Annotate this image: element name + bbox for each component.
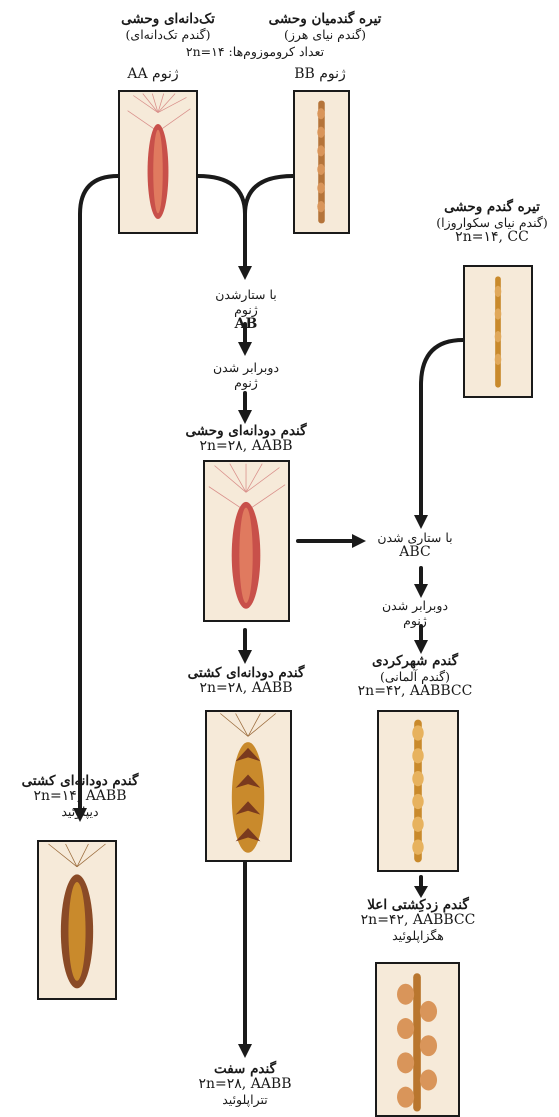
doubling-2-line2: ژنوم [382, 613, 448, 628]
wheat-spike-icon [205, 462, 288, 620]
durum-title: گندم سفت [198, 1062, 291, 1077]
label-durum: گندم سفت ۲n=۲۸, AABB تتراپلوئید [198, 1062, 291, 1107]
wheat-spike-icon [39, 842, 115, 998]
connector-aa-merge [198, 176, 245, 214]
wild-emmer-title: گندم دودانه‌ای وحشی [185, 424, 306, 439]
label-cultivated-emmer: گندم دودانه‌ای کشتی ۲n=۲۸, AABB [188, 666, 305, 696]
diploid-cultivated-chromosomes: ۲n=۱۴, AABB [22, 789, 139, 804]
arrowhead [414, 640, 428, 654]
wheat-spike-icon [465, 267, 531, 396]
connector-cc-to-abc [421, 340, 463, 515]
label-spelt: گندم شهرکردی (گندم آلمانی) ۲n=۴۲, AABBCC [358, 654, 473, 699]
wild-emmer-chromosomes: ۲n=۲۸, AABB [185, 439, 306, 454]
photo-wild-grass-c [463, 265, 533, 398]
connector-bb-merge [245, 176, 293, 266]
arrowhead [352, 534, 366, 548]
connector-aa-to-diploid [80, 176, 118, 808]
label-doubling-2: دوبرابر شدن ژنوم [382, 598, 448, 628]
bread-wheat-title: گندم زدکِشتی اعلا [361, 898, 476, 913]
photo-diploid-cultivated [37, 840, 117, 1000]
wheat-spike-icon [207, 712, 290, 860]
wheat-spike-icon [377, 964, 458, 1115]
photo-einkorn-wild [118, 90, 198, 234]
label-hybrid-abc: با ستاری شدن ABC [377, 530, 452, 560]
wheat-spike-icon [295, 92, 348, 232]
genome-aa-label: ژنوم AA [127, 67, 178, 82]
doubling-1-line1: دوبرابر شدن [213, 360, 279, 375]
genome-bb-text: ژنوم BB [294, 67, 346, 82]
label-hybrid-ab: با ستارشدن ژنوم AB [215, 287, 277, 332]
bread-wheat-chromosomes: ۲n=۴۲, AABBCC [361, 913, 476, 928]
einkorn-wild-title: تک‌دانه‌ای وحشی [121, 12, 215, 27]
spelt-subtitle: (گندم آلمانی) [358, 669, 473, 684]
spelt-chromosomes: ۲n=۴۲, AABBCC [358, 684, 473, 699]
hybrid-ab-line1: با ستارشدن [215, 287, 277, 302]
cultivated-emmer-chromosomes: ۲n=۲۸, AABB [188, 681, 305, 696]
wild-grass-b-title: تیره گندمیان وحشی [269, 12, 382, 27]
arrowhead [238, 1044, 252, 1058]
photo-wild-grass-b [293, 90, 350, 234]
label-wild-grass-b: تیره گندمیان وحشی (گندم نیای هرز) [269, 12, 382, 42]
chromosome-note: تعداد کروموزوم‌ها: ۲n=۱۴ [186, 44, 324, 59]
hybrid-ab-genome: AB [215, 317, 277, 332]
wild-grass-c-chromosomes: ۲n=۱۴, CC [436, 230, 547, 245]
doubling-2-line1: دوبرابر شدن [382, 598, 448, 613]
photo-spelt [377, 710, 459, 872]
doubling-1-line2: ژنوم [213, 375, 279, 390]
arrowhead [238, 342, 252, 356]
arrowhead [238, 410, 252, 424]
photo-bread-wheat [375, 962, 460, 1117]
label-doubling-1: دوبرابر شدن ژنوم [213, 360, 279, 390]
hybrid-ab-line2: ژنوم [215, 302, 277, 317]
spelt-title: گندم شهرکردی [358, 654, 473, 669]
cultivated-emmer-title: گندم دودانه‌ای کشتی [188, 666, 305, 681]
wild-grass-c-title: تیره گندم وحشی [436, 200, 547, 215]
label-diploid-cultivated: گندم دودانه‌ای کشتی ۲n=۱۴, AABB دیپلوئید [22, 774, 139, 819]
label-wild-emmer: گندم دودانه‌ای وحشی ۲n=۲۸, AABB [185, 424, 306, 454]
arrowhead [238, 650, 252, 664]
diploid-cultivated-title: گندم دودانه‌ای کشتی [22, 774, 139, 789]
durum-ploidy: تتراپلوئید [198, 1092, 291, 1107]
label-bread-wheat: گندم زدکِشتی اعلا ۲n=۴۲, AABBCC هگزاپلوئ… [361, 898, 476, 943]
diploid-cultivated-ploidy: دیپلوئید [22, 804, 139, 819]
genome-aa-text: ژنوم AA [127, 67, 178, 82]
arrowhead [414, 584, 428, 598]
label-wild-grass-c: تیره گندم وحشی (گندم نیای سکواروزا) ۲n=۱… [436, 200, 547, 245]
photo-wild-emmer [203, 460, 290, 622]
arrowhead [414, 515, 428, 529]
hybrid-abc-genome: ABC [377, 545, 452, 560]
hybrid-abc-line1: با ستاری شدن [377, 530, 452, 545]
durum-chromosomes: ۲n=۲۸, AABB [198, 1077, 291, 1092]
wild-grass-c-subtitle: (گندم نیای سکواروزا) [436, 215, 547, 230]
einkorn-wild-subtitle: (گندم تک‌دانه‌ای) [121, 27, 215, 42]
chromosome-note-text: تعداد کروموزوم‌ها: ۲n=۱۴ [186, 44, 324, 59]
wheat-spike-icon [120, 92, 196, 232]
wheat-spike-icon [379, 712, 457, 870]
wild-grass-b-subtitle: (گندم نیای هرز) [269, 27, 382, 42]
photo-cultivated-emmer [205, 710, 292, 862]
arrowhead [238, 266, 252, 280]
genome-bb-label: ژنوم BB [294, 67, 346, 82]
label-einkorn-wild: تک‌دانه‌ای وحشی (گندم تک‌دانه‌ای) [121, 12, 215, 42]
bread-wheat-ploidy: هگزاپلوئید [361, 928, 476, 943]
